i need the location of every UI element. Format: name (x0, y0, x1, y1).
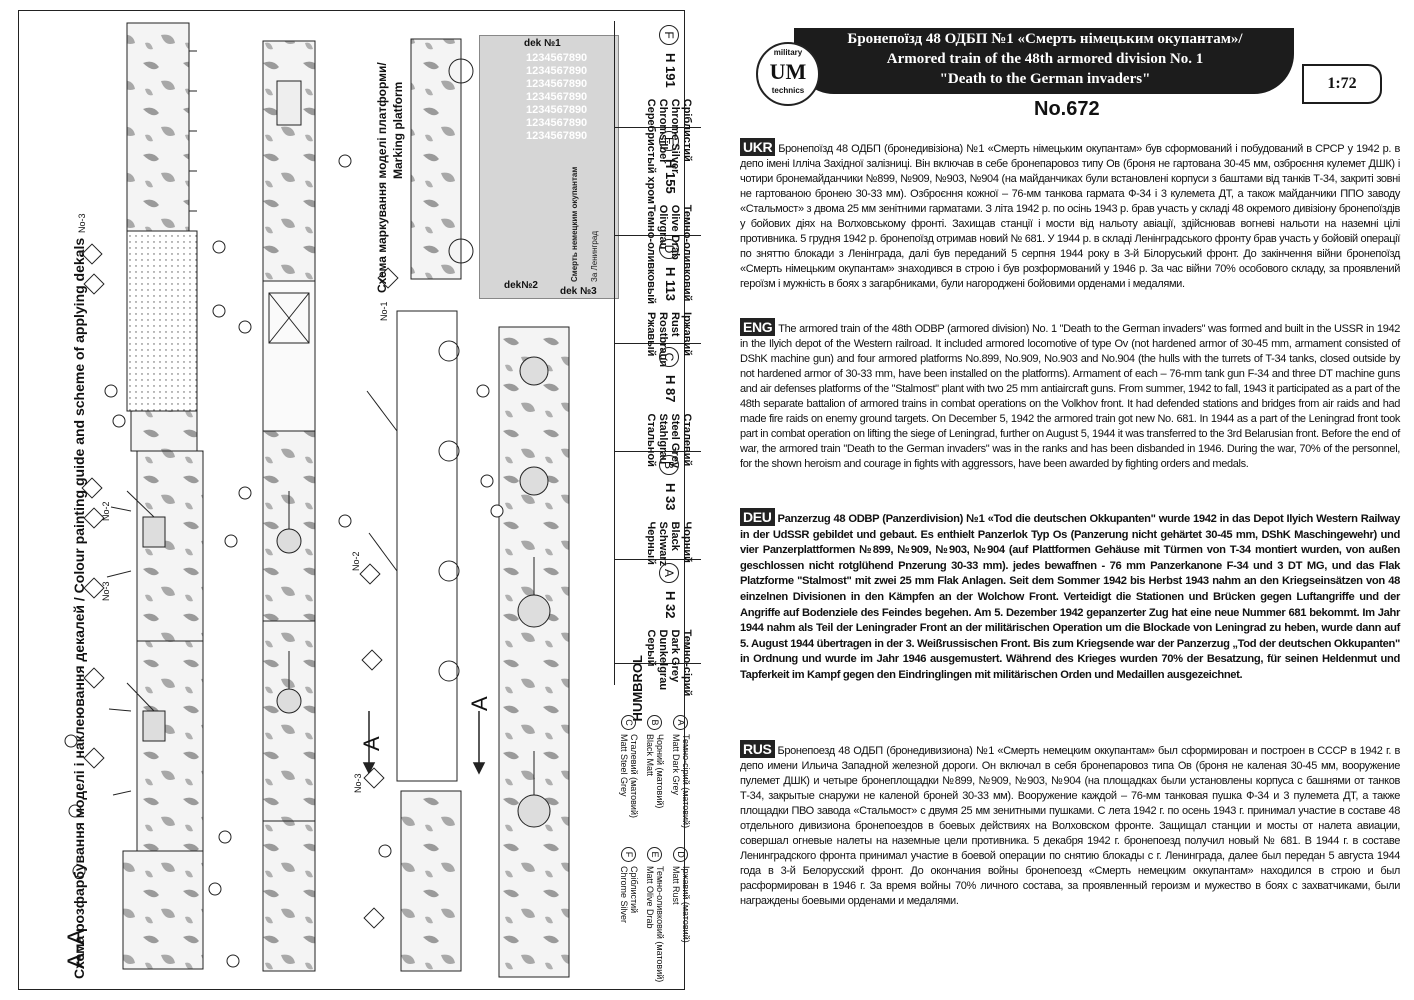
lang-tag-rus: RUS (740, 740, 775, 758)
callout-no3-c: No-3 (353, 773, 363, 793)
marking-title-en: Marking platform (391, 81, 405, 179)
painting-guide-page: Схема розфарбування моделі і наклеювання… (18, 10, 701, 990)
decal-small-numbers (488, 156, 528, 256)
legend-item-D: DІржавий (матовий)Matt Rust (671, 847, 691, 943)
title-banner-background (794, 28, 1294, 94)
platform-views (366, 38, 570, 978)
title-en-line2: "Death to the German invaders" (939, 71, 1151, 87)
title-ua: Бронепоїзд 48 ОДБП №1 «Смерть німецьким … (847, 31, 1243, 47)
um-logo: military UM technics (756, 42, 820, 106)
title-en-line1: Armored train of the 48th armored divisi… (886, 51, 1204, 67)
legend-item-E: EТемно-оливковий (матовий)Matt Olive Dra… (645, 847, 665, 982)
text-eng: The armored train of the 48th ODBP (armo… (740, 323, 1400, 470)
text-ukr: Бронепоїзд 48 ОДБП (бронедивізіона) №1 «… (740, 143, 1400, 290)
decal-slogan: Смерть немецким окупантам (570, 166, 579, 282)
legend-item-A: AТемно-сірий (матовий)Matt Dark Grey (671, 715, 691, 828)
decal-small-slogan: За Ленинград (590, 231, 599, 282)
painting-guide-title: Схема розфарбування моделі і наклеювання… (71, 237, 87, 979)
kit-number: No.672 (1034, 98, 1100, 120)
decal-numbers: 1234567890 1234567890 1234567890 1234567… (526, 52, 588, 142)
text-rus: Бронепоезд 48 ОДБП (бронедивизиона) №1 «… (740, 745, 1400, 907)
callout-no1: No-1 (379, 301, 389, 321)
legend-item-C: CСталевий (матовий)Matt Steel Grey (619, 715, 639, 818)
decal-dek1-label: dek №1 (524, 38, 561, 49)
lang-tag-eng: ENG (740, 318, 776, 336)
legend-item-B: BЧорний (матовий)Black Matt (645, 715, 665, 808)
callout-no2: No-2 (101, 501, 111, 521)
decal-dek2-label: dek№2 (504, 280, 538, 291)
section-marker-2: А (467, 696, 492, 711)
title-banner: Бронепоїзд 48 ОДБП №1 «Смерть німецьким … (752, 20, 1404, 118)
marking-title-ua: Схема маркування моделі платформи/ (375, 62, 389, 293)
decal-sheet: dek №1 1234567890 1234567890 1234567890 … (479, 35, 619, 299)
paint-legend: AТемно-сірий (матовий)Matt Dark Grey BЧо… (599, 711, 699, 982)
scale-badge: 1:72 (1302, 64, 1382, 104)
section-label: А-А (63, 928, 90, 969)
callout-no3: No-3 (77, 213, 87, 233)
callout-no2-b: No-2 (351, 551, 361, 571)
lang-tag-ukr: UKR (740, 138, 776, 156)
section-marker-1: А (359, 736, 384, 751)
train-drawing (64, 22, 570, 978)
top-view-train (262, 40, 316, 972)
decal-dek3-label: dek №3 (560, 286, 597, 297)
callout-no3-b: No-3 (101, 581, 111, 601)
text-deu: Panzerzug 48 ODBP (Panzerdivision) №1 «T… (740, 513, 1400, 681)
side-view-train (122, 22, 204, 970)
lang-tag-deu: DEU (740, 508, 775, 526)
